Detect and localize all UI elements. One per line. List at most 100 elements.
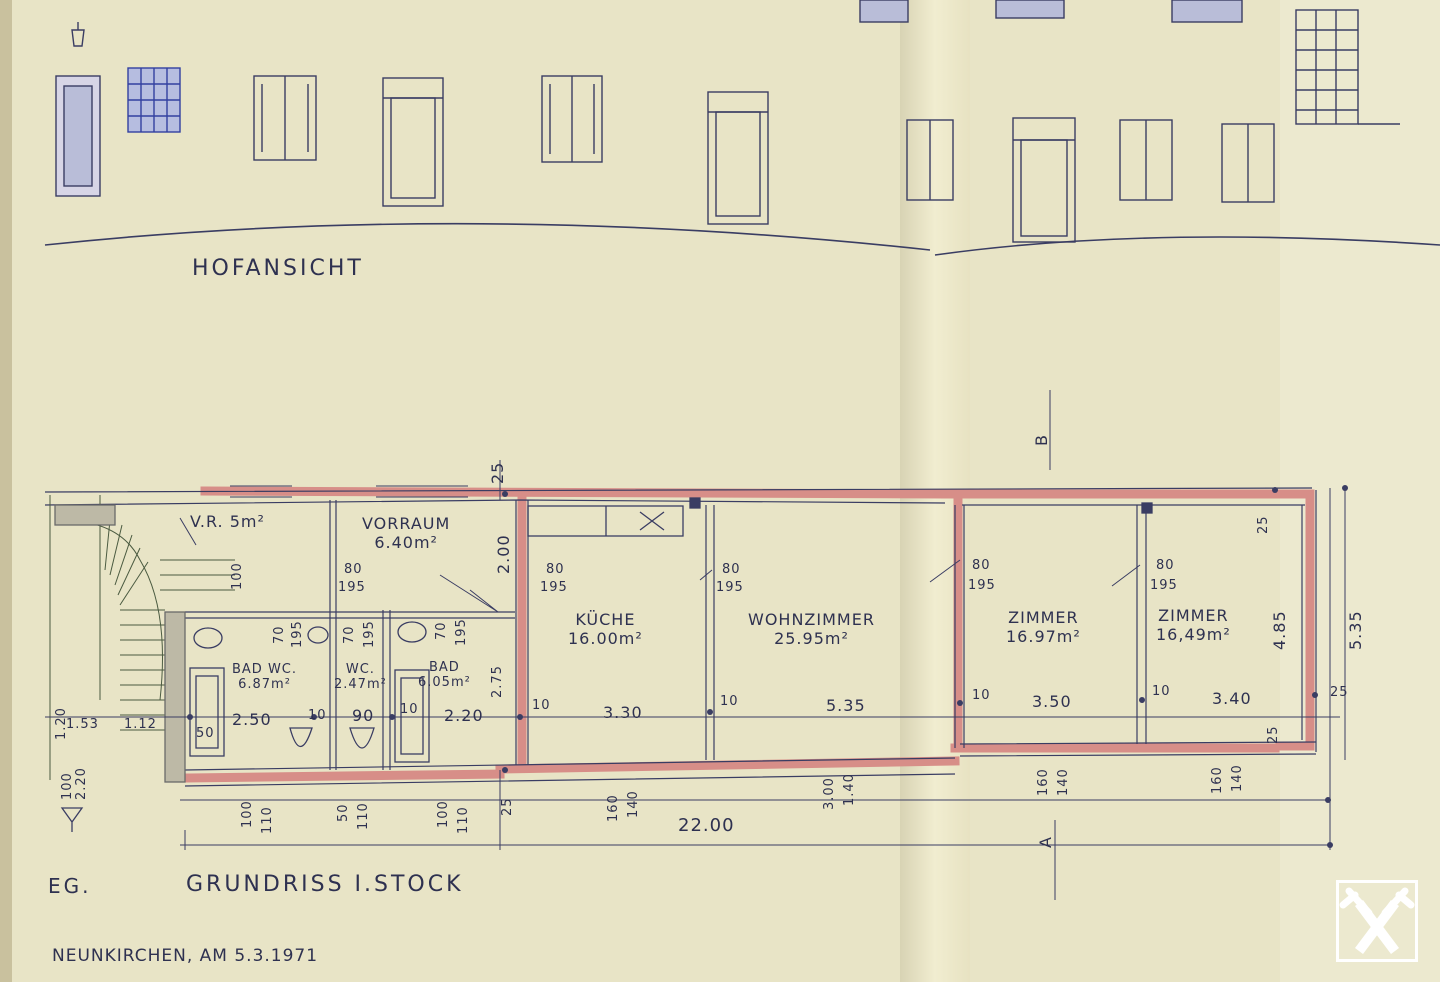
dim-25-top: 25 [488,461,507,484]
room-bad-name: BAD [429,660,460,675]
dim-10e: 10 [972,688,991,703]
dimension-lines [45,390,1346,900]
door-window-2 [707,91,769,225]
room-kueche-area: 16.00m² [568,629,643,648]
dim-kueche-width: 3.30 [603,703,643,722]
bad-dim-70a: 70 [272,625,287,644]
sink-1 [193,627,223,649]
room-kueche: KÜCHE 16.00m² [568,610,643,648]
room-wc-area: 2.47m² [334,677,387,692]
sink-2 [307,626,329,644]
place-date: NEUNKIRCHEN, AM 5.3.1971 [52,946,319,966]
win-dim-110a: 110 [260,806,275,834]
toilet-2 [349,727,375,749]
win-dim-110c: 110 [456,806,471,834]
window-1 [253,75,317,161]
win-dim-50: 50 [336,803,351,822]
dim-badwc-width: 2.50 [232,710,272,729]
door-window-1 [382,77,444,207]
room-wohnzimmer: WOHNZIMMER 25.95m² [748,610,875,648]
dim-50: 50 [196,726,215,741]
room-zimmer-1-name: ZIMMER [1008,608,1079,627]
dim-10d: 10 [720,694,739,709]
section-a-label: A [1036,836,1055,848]
door-dim-80-5: 80 [1156,558,1175,573]
win-dim-100a: 100 [240,800,255,828]
door-dim-195-1: 195 [338,580,366,595]
window-5 [1221,123,1275,203]
dim-275: 2.75 [490,665,505,698]
room-wohnzimmer-area: 25.95m² [774,629,849,648]
wc-dim-195: 195 [362,620,377,648]
win-dim-110b: 110 [356,802,371,830]
bad-dim-70b: 70 [434,621,449,640]
top-windows [230,485,468,498]
room-vorraum-name: VORRAUM [362,514,451,533]
room-bad-wc-area: 6.87m² [238,677,291,692]
win-dim-140b: 1.40 [842,773,857,806]
bathtub-1 [189,667,225,757]
room-wc: WC. 2.47m² [334,662,387,692]
dim-wohnzimmer-width: 5.35 [826,696,866,715]
chimney [689,497,1153,514]
dim-25-top2: 25 [1256,515,1271,534]
door-window-3 [1012,117,1076,243]
dim-100-stair: 100 [230,562,245,590]
door-dim-195-2: 195 [540,580,568,595]
wall-outlines [44,487,1317,787]
dimension-ticks [187,485,1348,848]
dim-485: 4.85 [1270,610,1289,650]
raiffeisen-gable-cross-icon [1336,880,1418,962]
walls [185,486,1315,783]
win-dim-25: 25 [500,797,515,816]
room-vr: V.R. 5m² [190,512,265,531]
room-zimmer-1-area: 16.97m² [1006,627,1081,646]
win-dim-160b: 160 [1036,768,1051,796]
room-zimmer-2-area: 16,49m² [1156,625,1231,644]
dim-25-low: 25 [1266,725,1281,744]
stair-wall [54,504,186,783]
entrance-door [55,75,101,197]
dim-200: 2.00 [494,534,513,574]
room-bad: BAD 6.05m² [418,660,471,690]
dim-zimmer2-width: 3.40 [1212,689,1252,708]
entrance-marker-icon [60,807,84,832]
win-dim-140c: 140 [1056,768,1071,796]
bad-dim-195b: 195 [454,618,469,646]
bathtub-2 [394,669,430,763]
section-b-label: B [1032,434,1051,446]
door-dim-80-3: 80 [722,562,741,577]
room-vr-name: V.R. [190,512,224,531]
win-dim-300: 3.00 [822,777,837,810]
stair-dim-100: 100 [60,772,75,800]
room-wohnzimmer-name: WOHNZIMMER [748,610,875,629]
door-dim-80-1: 80 [344,562,363,577]
door-dim-195-4: 195 [968,578,996,593]
dim-zimmer1-width: 3.50 [1032,692,1072,711]
room-zimmer-2-name: ZIMMER [1158,606,1229,625]
door-dim-80-2: 80 [546,562,565,577]
plan-title: GRUNDRISS I.STOCK [186,872,464,897]
room-vr-area: 5m² [229,512,265,531]
dim-stair-1: 1.53 [66,717,99,732]
window-grid-blue [127,67,181,133]
door-dim-80-4: 80 [972,558,991,573]
window-3 [906,119,954,201]
room-bad-wc-name: BAD WC. [232,662,298,677]
win-dim-160c: 160 [1210,766,1225,794]
floor-label: EG. [48,874,92,898]
bad-dim-195a: 195 [290,620,305,648]
dim-10c: 10 [532,698,551,713]
window-4 [1119,119,1173,201]
door-dim-195-5: 195 [1150,578,1178,593]
room-vorraum-area: 6.40m² [374,533,438,552]
stair-dim-220: 2.20 [74,767,89,800]
dim-10b: 10 [400,702,419,717]
dim-25-right: 25 [1330,685,1349,700]
room-vorraum: VORRAUM 6.40m² [362,514,450,552]
toilet-1 [289,727,313,748]
top-window-stubs [859,0,1243,23]
room-bad-wc: BAD WC. 6.87m² [232,662,297,692]
dim-bad-width: 2.20 [444,706,484,725]
